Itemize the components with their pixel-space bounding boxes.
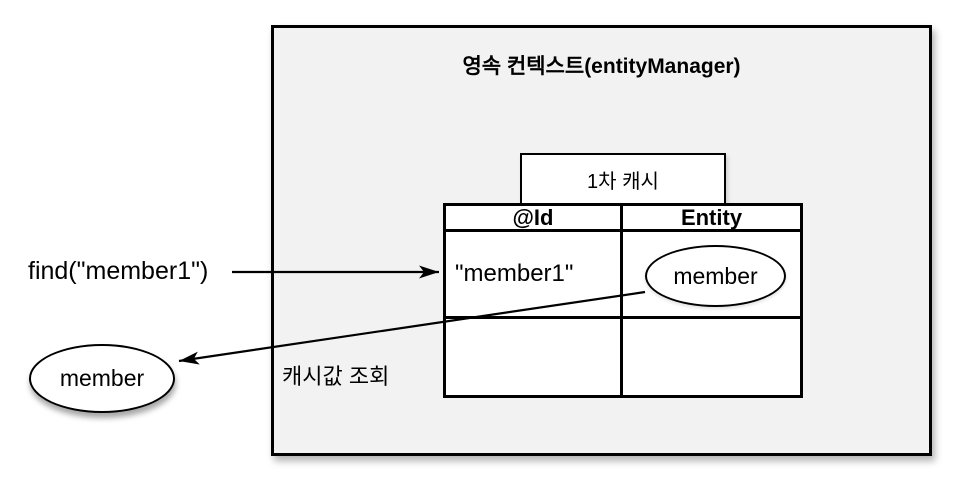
table-cell-entity-empty — [623, 319, 800, 395]
cache-lookup-label: 캐시값 조회 — [282, 364, 390, 389]
table-header-id: @Id — [446, 205, 623, 232]
table-cell-entity-member — [623, 232, 800, 319]
result-ellipse-label: member — [59, 365, 145, 391]
first-level-cache-label: 1차 캐시 — [587, 170, 659, 193]
table-header-entity: Entity — [623, 205, 800, 232]
persistence-context-title: 영속 컨텍스트(entityManager) — [462, 55, 741, 78]
find-call-label: find("member1") — [28, 257, 209, 285]
result-ellipse-member: member — [29, 344, 175, 413]
entity-ellipse-member: member — [645, 245, 786, 307]
table-cell-id-empty — [446, 319, 623, 395]
table-cell-id-member1: "member1" — [446, 232, 623, 319]
entity-ellipse-label: member — [673, 262, 758, 289]
first-level-cache-label-box: 1차 캐시 — [520, 153, 726, 205]
